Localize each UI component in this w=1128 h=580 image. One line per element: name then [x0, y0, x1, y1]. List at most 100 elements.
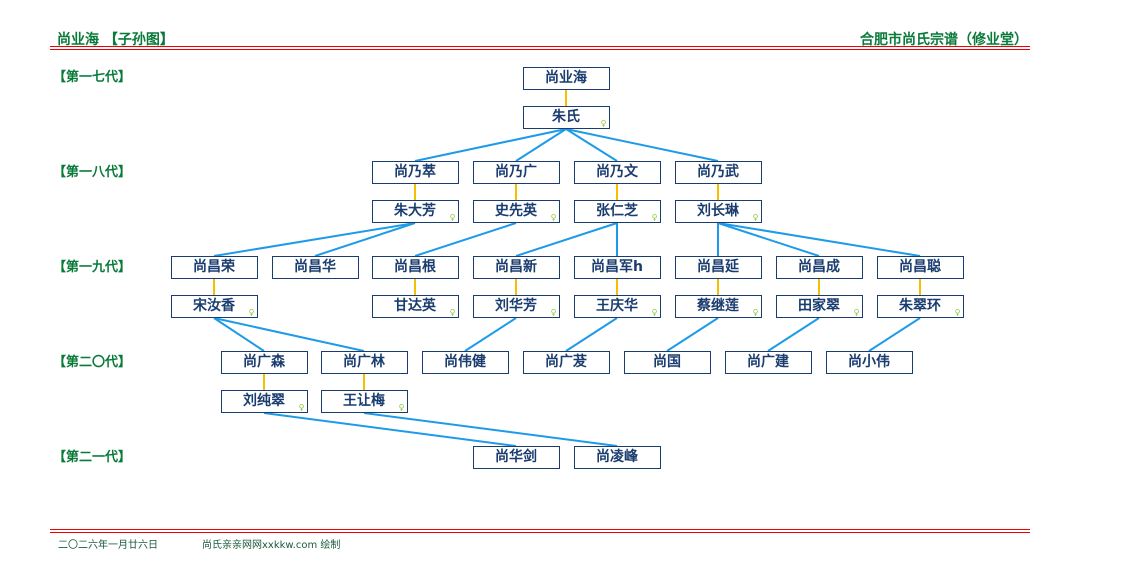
person-box[interactable]: 尚乃文 — [573, 161, 661, 184]
child-connector — [414, 222, 517, 257]
child-connector — [717, 222, 921, 257]
person-box[interactable]: 尚乃萃 — [371, 161, 459, 184]
person-name: 尚广茇 — [545, 354, 587, 370]
footer-rule — [50, 529, 1030, 530]
spouse-box[interactable]: 刘纯翠♀ — [220, 390, 308, 413]
person-box[interactable]: 尚广建 — [724, 351, 812, 374]
spouse-box[interactable]: 甘达英 ♀ — [371, 295, 459, 318]
person-name: 尚乃武 — [697, 164, 739, 180]
female-icon: ♀ — [752, 308, 759, 317]
footer-credit: 尚氏亲亲网网xxkkw.com 绘制 — [202, 540, 341, 551]
person-box[interactable]: 尚小伟 — [825, 351, 913, 374]
person-name: 尚昌荣 — [193, 259, 235, 275]
person-box[interactable]: 尚乃广 — [472, 161, 560, 184]
person-box[interactable]: 尚凌峰 — [573, 446, 661, 469]
child-connector — [565, 128, 618, 162]
person-box[interactable]: 尚昌成 — [775, 256, 863, 279]
child-connector — [565, 128, 719, 162]
spouse-box[interactable]: 朱氏 ♀ — [522, 106, 610, 129]
chart-title: 尚业海 【子孙图】 — [57, 32, 174, 48]
person-name: 尚伟健 — [444, 354, 486, 370]
child-connector — [666, 317, 719, 352]
female-icon: ♀ — [398, 403, 405, 412]
person-box[interactable]: 尚昌根 — [371, 256, 459, 279]
spouse-name: 王让梅 — [343, 393, 385, 409]
child-connector — [515, 128, 567, 162]
female-icon: ♀ — [752, 213, 759, 222]
generation-label: 【第一七代】 — [53, 70, 132, 85]
spouse-box[interactable]: 史先英 ♀ — [472, 200, 560, 223]
female-icon: ♀ — [550, 213, 557, 222]
person-box[interactable]: 尚昌延 — [674, 256, 762, 279]
female-icon: ♀ — [449, 213, 456, 222]
spouse-box[interactable]: 王庆华♀ — [573, 295, 661, 318]
person-box[interactable]: 尚伟健 — [421, 351, 509, 374]
child-connector — [515, 222, 618, 257]
person-name: 尚昌军h — [591, 259, 643, 275]
person-box[interactable]: 尚业海 — [522, 67, 610, 90]
female-icon: ♀ — [449, 308, 456, 317]
child-connector — [767, 317, 820, 352]
spouse-box[interactable]: 蔡继莲 ♀ — [674, 295, 762, 318]
footer-rule — [50, 532, 1030, 533]
genealogy-source: 合肥市尚氏宗谱（修业堂） — [860, 32, 1028, 48]
person-name: 尚广森 — [243, 354, 285, 370]
person-box[interactable]: 尚昌新 — [472, 256, 560, 279]
spouse-box[interactable]: 朱大芳 ♀ — [371, 200, 459, 223]
person-name: 尚广建 — [747, 354, 789, 370]
female-icon: ♀ — [248, 308, 255, 317]
person-box[interactable]: 尚广茇 — [522, 351, 610, 374]
spouse-name: 史先英 — [495, 203, 537, 219]
spouse-name: 刘华芳 — [495, 298, 537, 314]
person-box[interactable]: 尚华剑 — [472, 446, 560, 469]
spouse-box[interactable]: 刘华芳 ♀ — [472, 295, 560, 318]
person-box[interactable]: 尚昌荣 — [170, 256, 258, 279]
person-name: 尚昌新 — [495, 259, 537, 275]
spouse-name: 蔡继莲 — [697, 298, 739, 314]
generation-label: 【第二一代】 — [53, 450, 132, 465]
person-name: 尚凌峰 — [596, 449, 638, 465]
person-box[interactable]: 尚广林 — [320, 351, 408, 374]
child-connector — [263, 412, 517, 447]
spouse-name: 田家翠 — [798, 298, 840, 314]
female-icon: ♀ — [550, 308, 557, 317]
female-icon: ♀ — [954, 308, 961, 317]
person-box[interactable]: 尚国 — [623, 351, 711, 374]
person-name: 尚乃文 — [596, 164, 638, 180]
person-name: 尚昌华 — [294, 259, 336, 275]
person-box[interactable]: 尚昌军h — [573, 256, 661, 279]
spouse-box[interactable]: 宋汝香 ♀ — [170, 295, 258, 318]
person-name: 尚乃萃 — [394, 164, 436, 180]
child-connector — [868, 317, 921, 352]
spouse-name: 刘纯翠 — [243, 393, 285, 409]
generation-label: 【第一九代】 — [53, 260, 132, 275]
female-icon: ♀ — [600, 119, 607, 128]
person-name: 尚乃广 — [495, 164, 537, 180]
spouse-box[interactable]: 朱翠环 ♀ — [876, 295, 964, 318]
person-name: 尚昌聪 — [899, 259, 941, 275]
child-connector — [363, 412, 618, 447]
spouse-box[interactable]: 张仁芝♀ — [573, 200, 661, 223]
footer-date: 二〇二六年一月廿六日 — [58, 540, 158, 551]
female-icon: ♀ — [651, 308, 658, 317]
person-box[interactable]: 尚乃武 — [674, 161, 762, 184]
spouse-name: 朱氏 — [552, 109, 580, 125]
spouse-box[interactable]: 田家翠♀ — [775, 295, 863, 318]
generation-label: 【第一八代】 — [53, 165, 132, 180]
spouse-box[interactable]: 刘长琳♀ — [674, 200, 762, 223]
person-name: 尚小伟 — [848, 354, 890, 370]
spouse-name: 张仁芝 — [596, 203, 638, 219]
person-name: 尚广林 — [343, 354, 385, 370]
person-box[interactable]: 尚广森 — [220, 351, 308, 374]
header-rule — [50, 49, 1030, 50]
person-box[interactable]: 尚昌华 — [271, 256, 359, 279]
person-box[interactable]: 尚昌聪 — [876, 256, 964, 279]
child-connector — [464, 317, 517, 352]
spouse-box[interactable]: 王让梅 ♀ — [320, 390, 408, 413]
spouse-name: 宋汝香 — [193, 298, 235, 314]
spouse-name: 朱翠环 — [899, 298, 941, 314]
person-name: 尚业海 — [545, 70, 587, 86]
spouse-name: 朱大芳 — [394, 203, 436, 219]
spouse-name: 甘达英 — [394, 298, 436, 314]
